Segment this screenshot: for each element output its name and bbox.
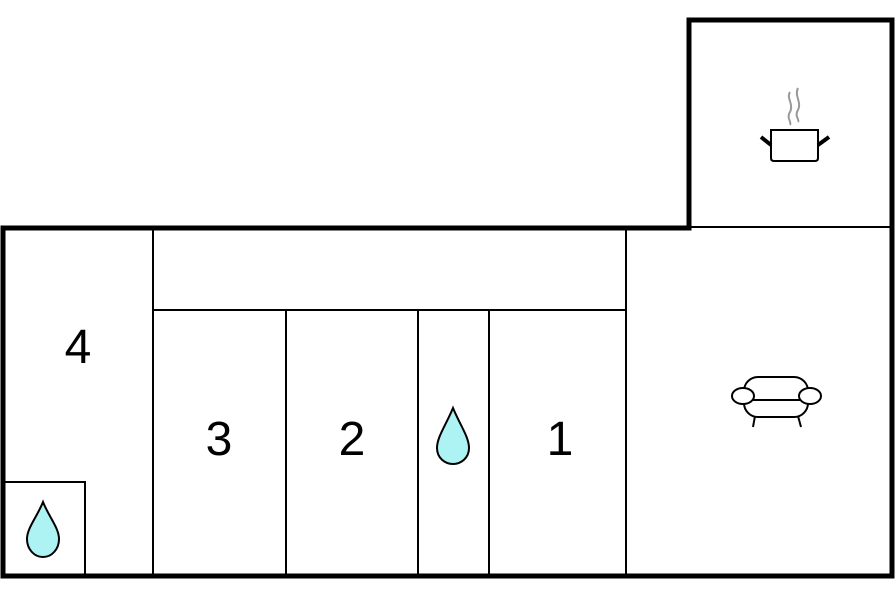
exterior-walls (0, 17, 895, 579)
water-drop-icon (435, 405, 471, 466)
room-label-1: 1 (547, 413, 574, 466)
interior-walls (4, 226, 893, 577)
water-drop-icon (25, 499, 61, 559)
room-label-4: 4 (65, 321, 92, 374)
cooking-pot-icon (759, 87, 831, 162)
room-label-2: 2 (339, 413, 366, 466)
sofa-icon (731, 376, 822, 428)
room-label-3: 3 (206, 413, 233, 466)
